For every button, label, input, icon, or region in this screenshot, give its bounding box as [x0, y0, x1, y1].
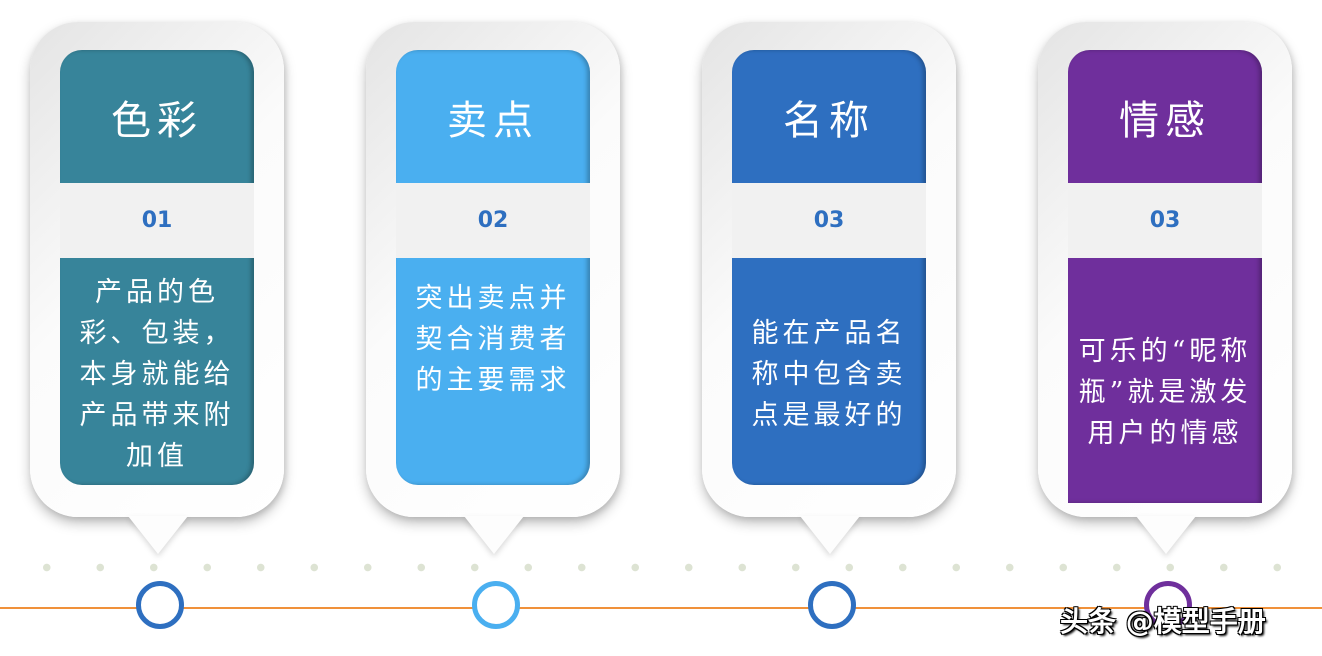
- card-panel: 色彩 01 产品的色彩、包装，本身就能给产品带来附加值: [60, 50, 254, 485]
- card-number: 01: [60, 183, 254, 258]
- card-number: 02: [396, 183, 590, 258]
- card-number: 03: [732, 183, 926, 258]
- card-emotion: 情感 03 可乐的“昵称瓶”就是激发用户的情感: [1038, 22, 1292, 554]
- card-description: 可乐的“昵称瓶”就是激发用户的情感: [1078, 336, 1252, 449]
- timeline-node-4: [1144, 581, 1192, 629]
- card-description: 突出卖点并契合消费者的主要需求: [415, 283, 571, 396]
- bubble-pointer: [800, 516, 860, 554]
- card-color: 色彩 01 产品的色彩、包装，本身就能给产品带来附加值: [30, 22, 284, 554]
- timeline-node-3: [808, 581, 856, 629]
- card-title: 情感: [1119, 97, 1211, 144]
- card-description: 能在产品名称中包含卖点是最好的: [751, 318, 907, 431]
- card-panel: 卖点 02 突出卖点并契合消费者的主要需求: [396, 50, 590, 485]
- bubble-pointer: [464, 516, 524, 554]
- timeline-node-2: [472, 581, 520, 629]
- bubble-pointer: [1136, 516, 1196, 554]
- card-selling-point: 卖点 02 突出卖点并契合消费者的主要需求: [366, 22, 620, 554]
- timeline-axis: [0, 607, 1322, 609]
- card-number: 03: [1068, 183, 1262, 258]
- card-panel: 名称 03 能在产品名称中包含卖点是最好的: [732, 50, 926, 485]
- card-description: 产品的色彩、包装，本身就能给产品带来附加值: [79, 277, 235, 472]
- card-title: 色彩: [111, 97, 203, 144]
- card-title: 名称: [783, 97, 875, 144]
- dot-grid-background: [20, 536, 1320, 626]
- watermark: 头条 @模型手册: [1060, 605, 1266, 638]
- bubble-pointer: [128, 516, 188, 554]
- timeline-node-1: [136, 581, 184, 629]
- card-title: 卖点: [447, 97, 539, 144]
- card-panel: 情感 03 可乐的“昵称瓶”就是激发用户的情感: [1068, 50, 1262, 503]
- card-name: 名称 03 能在产品名称中包含卖点是最好的: [702, 22, 956, 554]
